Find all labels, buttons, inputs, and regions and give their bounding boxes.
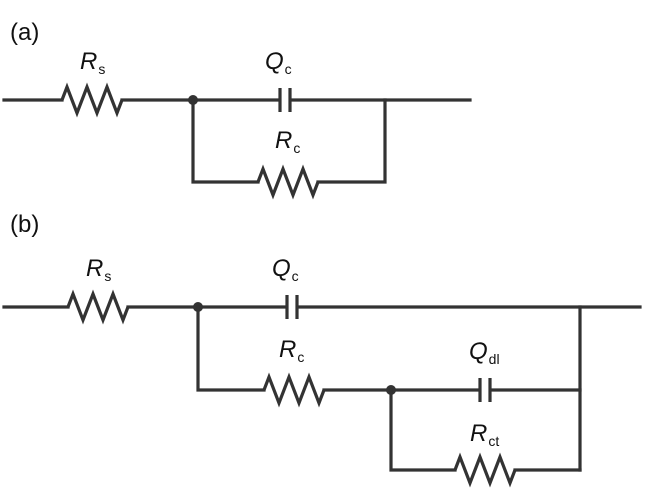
b-label-qdl: Qdl [469, 338, 500, 367]
b-lower-branch-left [389, 388, 457, 472]
a-branch-right [316, 98, 387, 184]
b-branch-left [196, 305, 266, 392]
b-resistor-rc [262, 372, 326, 408]
a-label-qc: Qc [265, 48, 292, 77]
b-label-qc: Qc [272, 255, 299, 284]
b-resistor-rct [453, 452, 517, 488]
panel-b-label: (b) [10, 211, 39, 238]
a-resistor-rc [256, 164, 320, 200]
b-label-rct: Rct [470, 420, 499, 449]
b-resistor-rs [66, 289, 130, 325]
a-label-rc: Rc [275, 127, 300, 156]
b-label-rc: Rc [279, 336, 304, 365]
a-branch-left [191, 98, 260, 184]
panel-a-label: (a) [10, 19, 39, 46]
a-label-rs: Rs [80, 48, 105, 77]
a-resistor-rs [60, 82, 124, 118]
b-label-rs: Rs [86, 255, 111, 284]
